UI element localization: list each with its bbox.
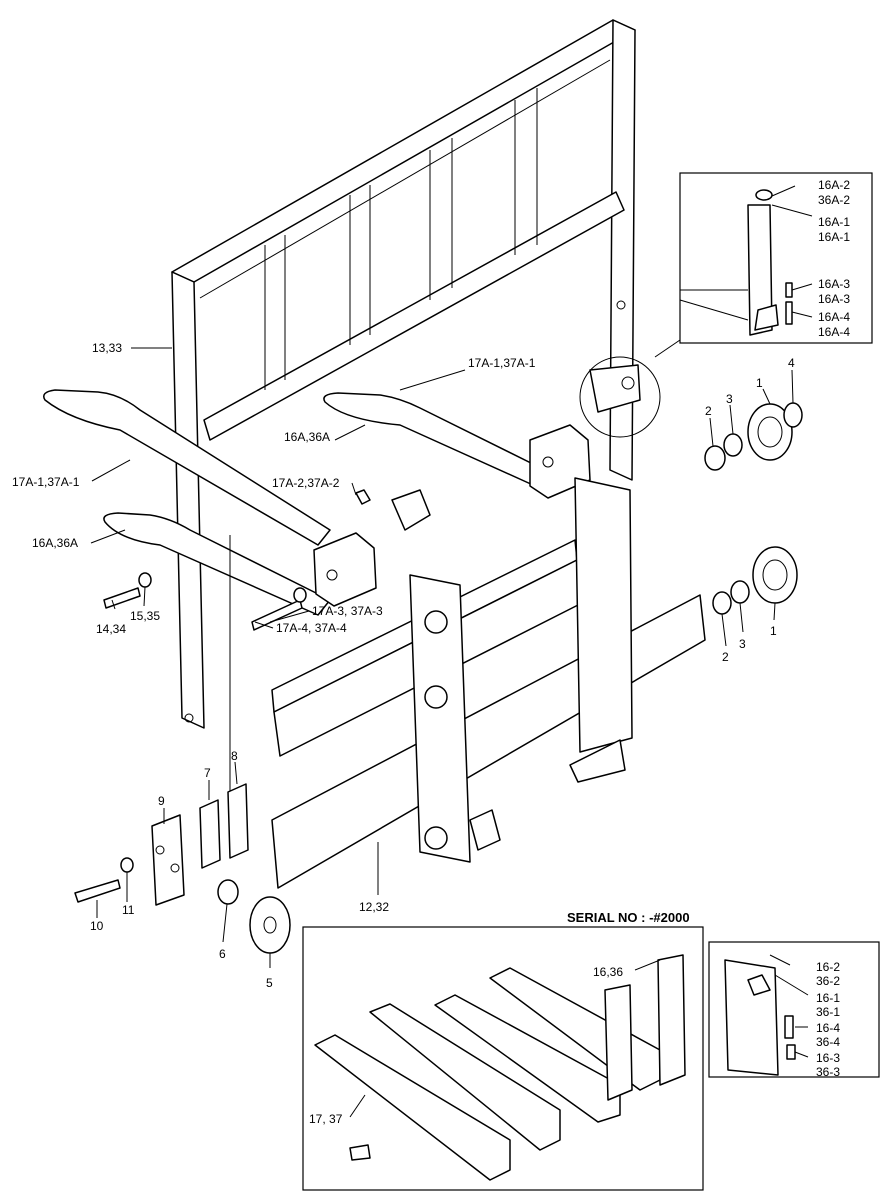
label-12-32: 12,32 [359, 900, 389, 914]
label-17-37: 17, 37 [309, 1112, 343, 1126]
label-16-3: 16-3 [816, 1051, 840, 1065]
label-16a4: 16A-4 [818, 310, 850, 324]
label-16-2: 16-2 [816, 960, 840, 974]
load-backrest [171, 19, 636, 729]
label-17a3: 17A-3, 37A-3 [312, 604, 383, 618]
label-4-top: 4 [788, 356, 795, 370]
inset-serial-forks [302, 926, 880, 1191]
serial-number-note: SERIAL NO : -#2000 [567, 910, 690, 925]
label-15-35: 15,35 [130, 609, 160, 623]
label-36a2: 36A-2 [818, 193, 850, 207]
label-14-34: 14,34 [96, 622, 126, 636]
label-3-top: 3 [726, 392, 733, 406]
leader-lines [90, 185, 813, 1118]
label-2-mid: 2 [722, 650, 729, 664]
label-16a1: 16A-1 [818, 215, 850, 229]
carriage [229, 364, 706, 889]
roller-assembly-upper [704, 402, 803, 471]
label-5: 5 [266, 976, 273, 990]
label-10: 10 [90, 919, 104, 933]
label-36-2: 36-2 [816, 974, 840, 988]
fork-right [313, 392, 591, 607]
label-16a2: 16A-2 [818, 178, 850, 192]
label-16-4: 16-4 [816, 1021, 840, 1035]
label-3-mid: 3 [739, 637, 746, 651]
part-labels: 13,33 17A-1,37A-1 16A,36A 17A-1,37A-1 16… [12, 178, 850, 1126]
label-6: 6 [219, 947, 226, 961]
label-17a1-top: 17A-1,37A-1 [468, 356, 536, 370]
label-17a2: 17A-2,37A-2 [272, 476, 340, 490]
label-16a1b: 16A-1 [818, 230, 850, 244]
label-16a3: 16A-3 [818, 277, 850, 291]
label-13-33: 13,33 [92, 341, 122, 355]
roller-assembly-lower [712, 546, 798, 615]
label-7: 7 [204, 766, 211, 780]
label-17a1-left: 17A-1,37A-1 [12, 475, 80, 489]
label-11: 11 [122, 903, 135, 917]
label-16-1: 16-1 [816, 991, 840, 1005]
label-2-top: 2 [705, 404, 712, 418]
label-36-4: 36-4 [816, 1035, 840, 1049]
inset-fork-lock [579, 172, 873, 438]
label-1-mid: 1 [770, 624, 777, 638]
label-16a-left: 16A,36A [32, 536, 78, 550]
label-8: 8 [231, 749, 238, 763]
label-16a-mid: 16A,36A [284, 430, 330, 444]
label-36-3: 36-3 [816, 1065, 840, 1079]
label-36-1: 36-1 [816, 1005, 840, 1019]
label-16a4b: 16A-4 [818, 325, 850, 339]
label-16-36: 16,36 [593, 965, 623, 979]
fork-left [43, 389, 331, 616]
label-16a3b: 16A-3 [818, 292, 850, 306]
shims-and-stopper [74, 489, 371, 954]
label-1-top: 1 [756, 376, 763, 390]
label-17a4: 17A-4, 37A-4 [276, 621, 347, 635]
label-9: 9 [158, 794, 165, 808]
